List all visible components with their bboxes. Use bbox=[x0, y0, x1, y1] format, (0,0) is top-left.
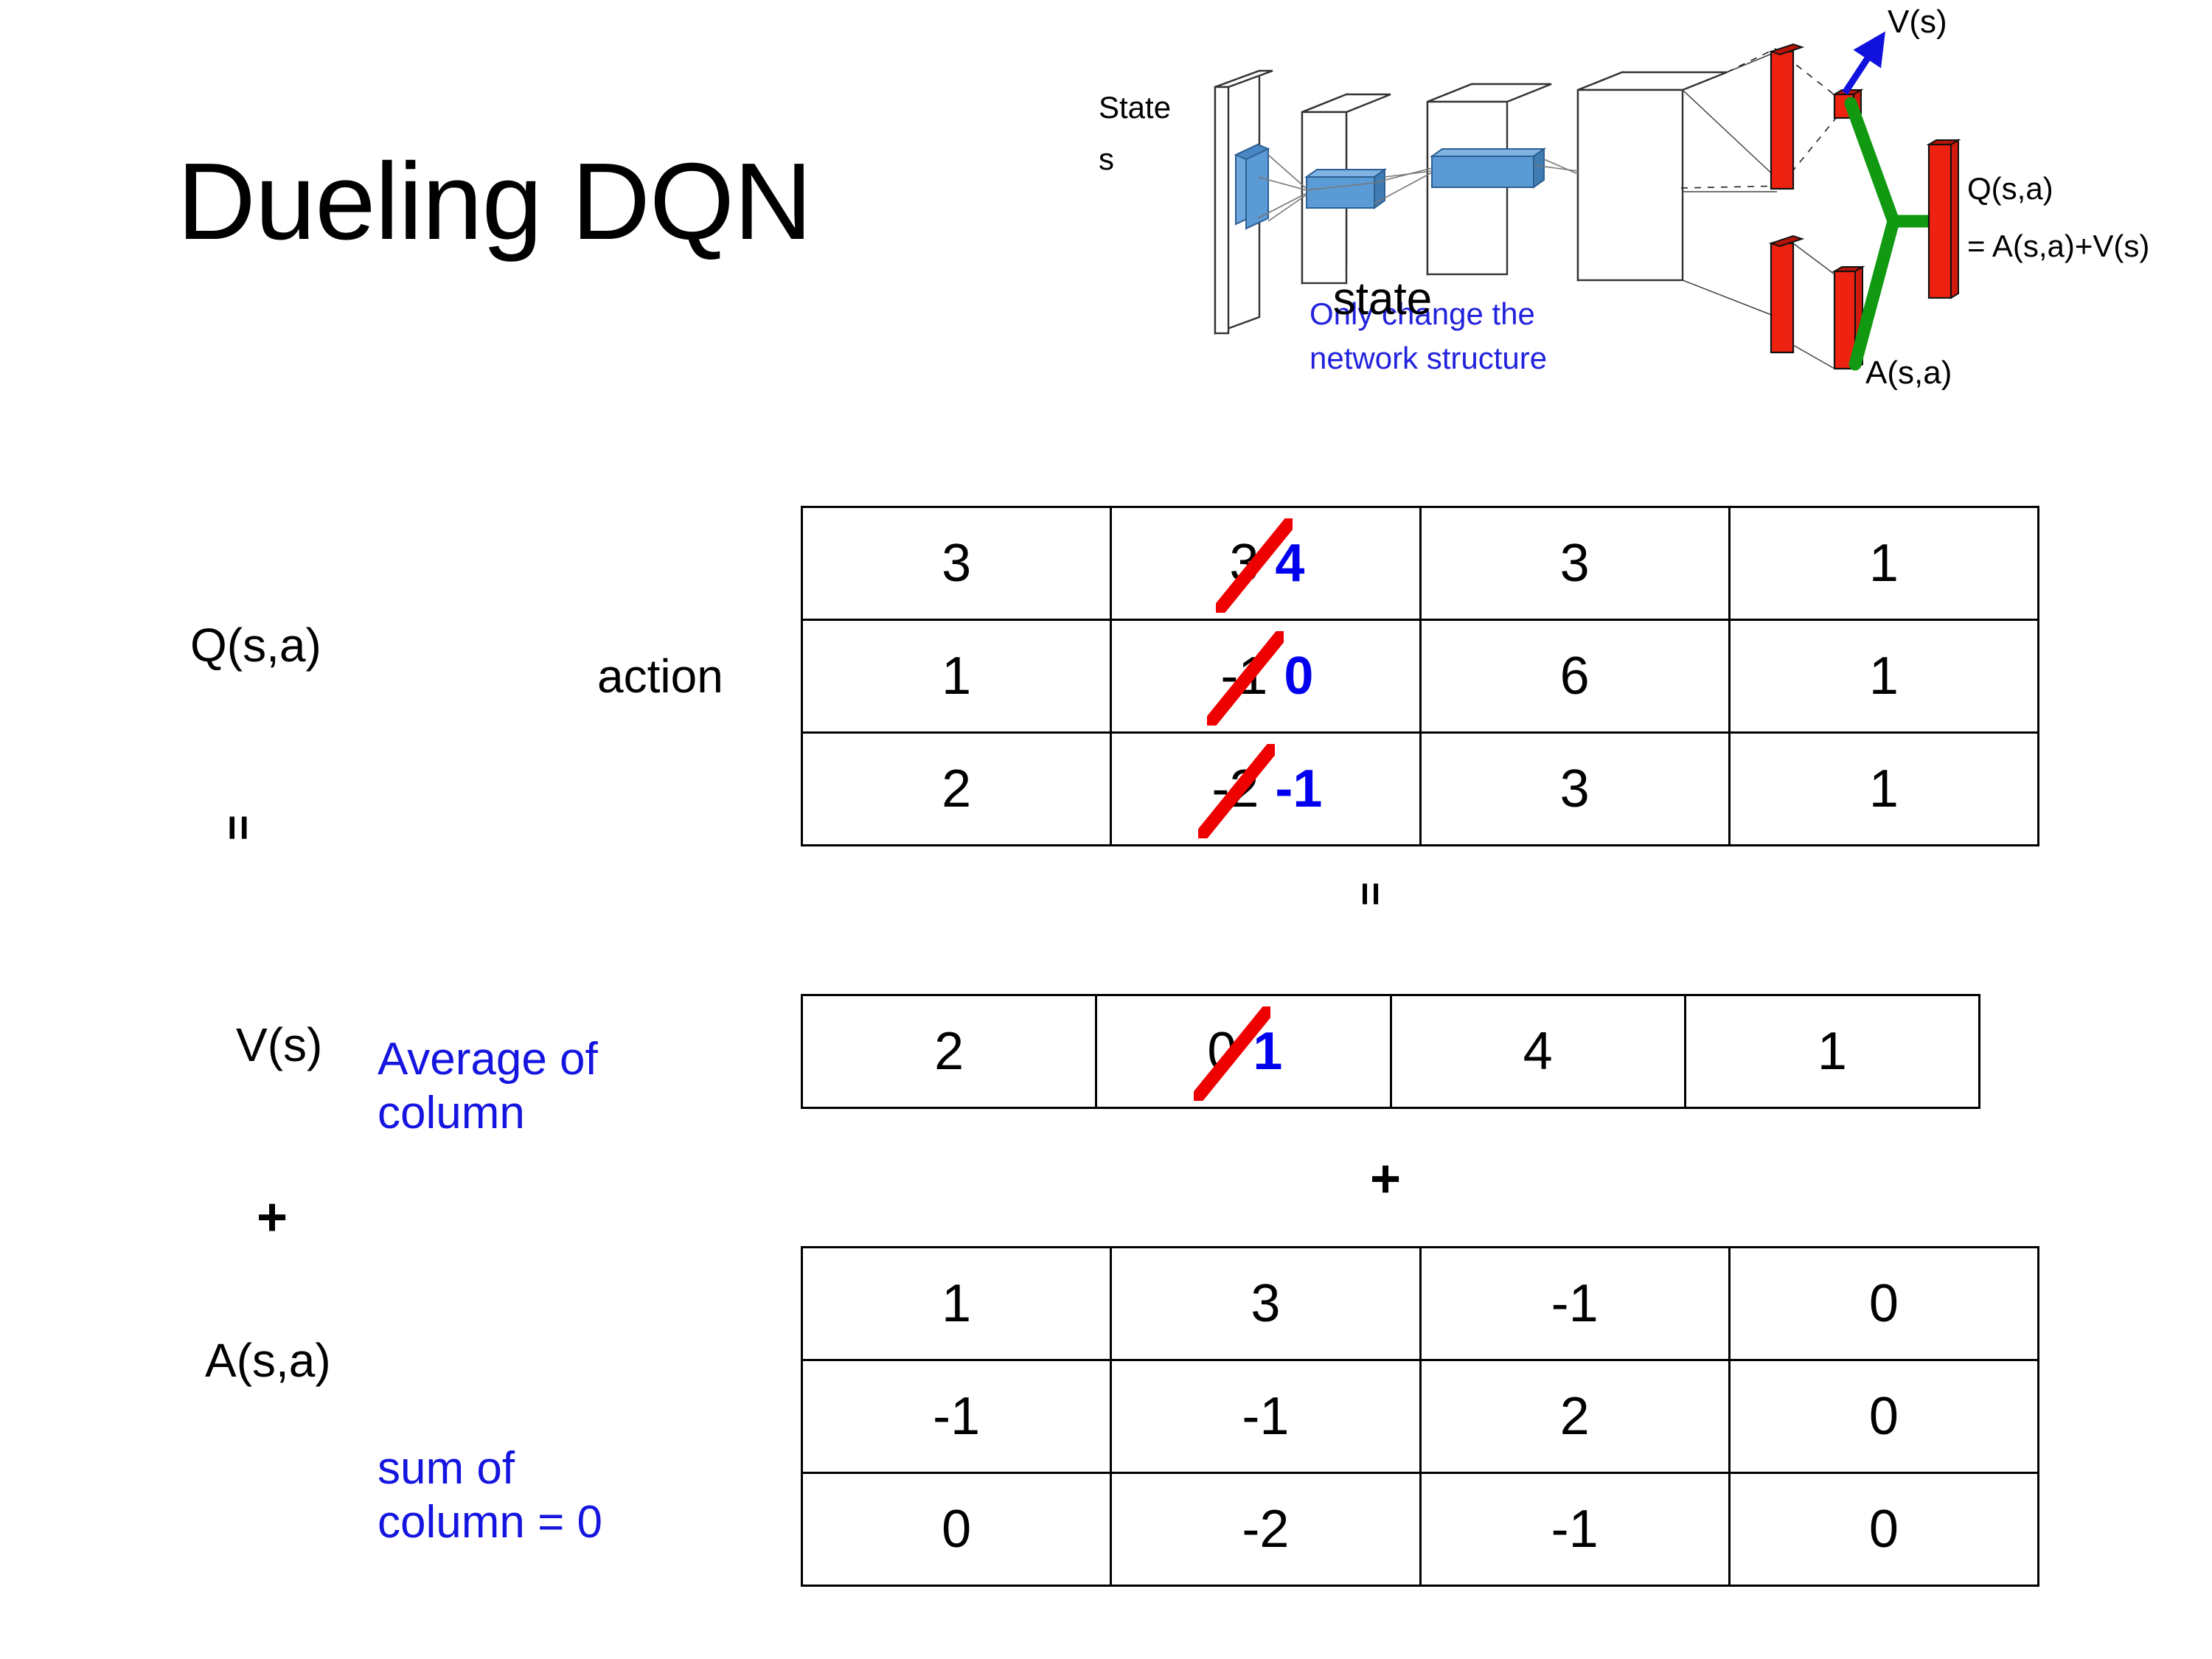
network-note-line1: Only change the bbox=[1310, 296, 1535, 331]
a-table-label: A(s,a) bbox=[205, 1334, 331, 1387]
table-cell: 3 bbox=[1419, 506, 1731, 621]
q-table-label: Q(s,a) bbox=[190, 619, 321, 672]
table-cell: 1 bbox=[1728, 731, 2040, 846]
struck-old-value: -1 bbox=[1207, 631, 1284, 726]
table-cell: 0 bbox=[1728, 1246, 2040, 1361]
q-output-bar-icon bbox=[1926, 139, 1961, 299]
plus-sign-left: + bbox=[257, 1188, 288, 1247]
table-cell: 1 bbox=[1728, 506, 2040, 621]
table-cell: -1 bbox=[1419, 1246, 1731, 1361]
table-cell: -1 bbox=[800, 1359, 1113, 1474]
v-table-label: V(s) bbox=[236, 1018, 323, 1071]
connection-lines-2 bbox=[1374, 167, 1433, 204]
value-stream-bar-icon bbox=[1768, 43, 1805, 190]
network-note-line2: network structure bbox=[1310, 341, 1547, 375]
sum-of-column-note: sum of column = 0 bbox=[378, 1443, 603, 1548]
table-cell: 4 bbox=[1389, 994, 1686, 1109]
advantage-connect-lines bbox=[1792, 243, 1835, 369]
corrected-new-value: 1 bbox=[1253, 1022, 1283, 1081]
value-stream-dashed-lines bbox=[1680, 48, 1844, 189]
stream-split-lines bbox=[1682, 51, 1778, 318]
state-axis-header: state bbox=[1332, 274, 1433, 324]
table-cell: 1 bbox=[800, 619, 1113, 734]
value-output-label: V(s) bbox=[1888, 4, 1947, 40]
value-output-arrow-icon bbox=[1842, 31, 1885, 95]
struck-old-value: 3 bbox=[1216, 518, 1293, 613]
connection-lines-1 bbox=[1257, 154, 1375, 222]
table-cell: 2 bbox=[800, 994, 1098, 1109]
equals-sign-left: = bbox=[214, 815, 263, 841]
corrected-new-value: -1 bbox=[1275, 759, 1323, 818]
average-of-column-note: Average of column bbox=[378, 1034, 598, 1139]
q-output-label-line2: = A(s,a)+V(s) bbox=[1967, 229, 2149, 263]
struck-old-value: 0 bbox=[1194, 1006, 1271, 1101]
table-cell: 3 bbox=[1419, 731, 1731, 846]
table-cell-corrected: -2-1 bbox=[1110, 731, 1422, 846]
table-cell: 6 bbox=[1419, 619, 1731, 734]
table-cell: -1 bbox=[1419, 1472, 1731, 1587]
advantage-output-label: A(s,a) bbox=[1865, 355, 1952, 391]
table-cell: 1 bbox=[1728, 619, 2040, 734]
table-cell: 0 bbox=[800, 1472, 1113, 1587]
corrected-new-value: 0 bbox=[1284, 647, 1314, 706]
connection-lines-3 bbox=[1533, 159, 1579, 175]
table-cell: 1 bbox=[1683, 994, 1981, 1109]
table-cell: 3 bbox=[800, 506, 1113, 621]
table-cell: 2 bbox=[800, 731, 1113, 846]
equals-sign-between-tables: = bbox=[1348, 882, 1394, 906]
state-input-label-line1: State bbox=[1099, 90, 1171, 125]
table-cell: 0 bbox=[1728, 1472, 2040, 1587]
corrected-new-value: 4 bbox=[1275, 534, 1305, 593]
table-cell: 2 bbox=[1419, 1359, 1731, 1474]
page-title: Dueling DQN bbox=[177, 141, 813, 262]
advantage-stream-bar-icon bbox=[1768, 234, 1805, 354]
q-output-label-line1: Q(s,a) bbox=[1967, 171, 2053, 206]
merge-green-connector-icon bbox=[1844, 97, 1938, 371]
input-patch-icon bbox=[1234, 143, 1270, 230]
table-cell: 3 bbox=[1110, 1246, 1422, 1361]
table-cell: -1 bbox=[1110, 1359, 1422, 1474]
dueling-network-diagram: State s Only change the network structur… bbox=[1091, 0, 2212, 413]
conv-layer-3-icon bbox=[1576, 71, 1728, 282]
state-input-label-line2: s bbox=[1099, 142, 1114, 176]
action-axis-header: action bbox=[597, 650, 723, 703]
conv-slab-2-icon bbox=[1429, 147, 1547, 189]
plus-sign-between-tables: + bbox=[1370, 1150, 1402, 1208]
table-cell: 1 bbox=[800, 1246, 1113, 1361]
table-cell: 0 bbox=[1728, 1359, 2040, 1474]
table-cell: -2 bbox=[1110, 1472, 1422, 1587]
struck-old-value: -2 bbox=[1198, 744, 1276, 838]
